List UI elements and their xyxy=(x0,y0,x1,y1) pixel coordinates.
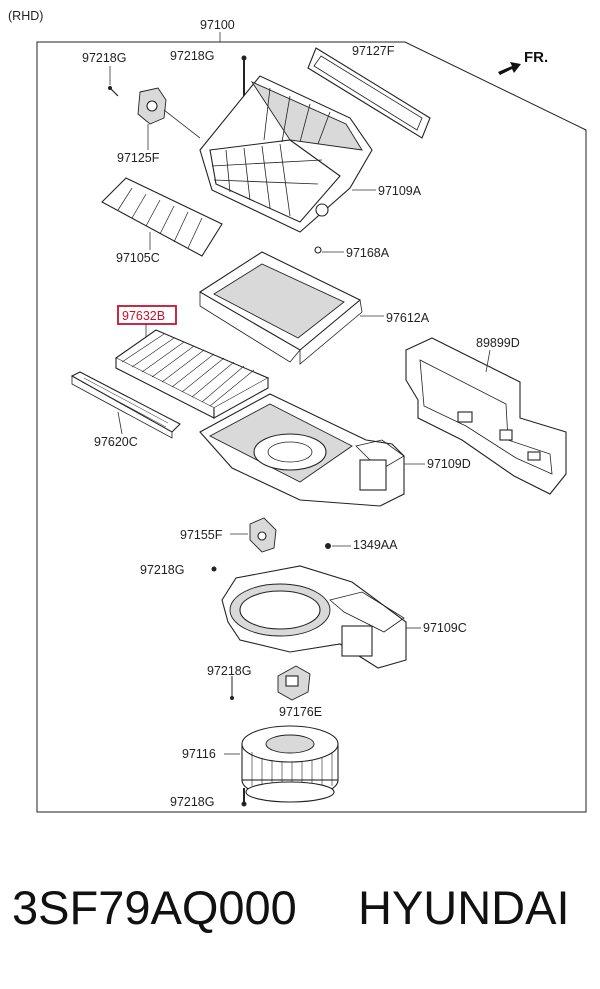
part-code: 3SF79AQ000 xyxy=(12,881,297,934)
lower-blower-case-part xyxy=(221,565,407,669)
label-97218G-mid: 97218G xyxy=(140,563,184,577)
duct-part xyxy=(405,337,567,495)
label-97125F: 97125F xyxy=(117,151,160,165)
diagram-frame xyxy=(36,41,587,813)
label-1349AA: 1349AA xyxy=(353,538,398,552)
screw-top-left-icon xyxy=(108,86,119,97)
label-97168A: 97168A xyxy=(346,246,390,260)
filter-cover-part xyxy=(198,251,363,365)
screw-bottom-icon xyxy=(241,788,247,807)
variant-note: (RHD) xyxy=(8,9,43,23)
front-arrow-icon xyxy=(498,62,521,75)
gasket-part xyxy=(307,47,431,139)
blower-motor-part xyxy=(241,725,339,803)
label-97109A: 97109A xyxy=(378,184,422,198)
label-97105C: 97105C xyxy=(116,251,160,265)
label-97127F: 97127F xyxy=(352,44,395,58)
intake-case-part xyxy=(199,75,373,233)
brand-name: HYUNDAI xyxy=(358,881,570,934)
label-97109C: 97109C xyxy=(423,621,467,635)
label-97632B: 97632B xyxy=(122,309,165,323)
label-97218G-top-left: 97218G xyxy=(82,51,126,65)
label-97620C: 97620C xyxy=(94,435,138,449)
resistor-part xyxy=(277,665,311,701)
label-89899D: 89899D xyxy=(476,336,520,350)
label-97109D: 97109D xyxy=(427,457,471,471)
actuator-part xyxy=(137,87,201,139)
footer: 3SF79AQ000 HYUNDAI xyxy=(0,880,600,950)
label-97176E: 97176E xyxy=(279,705,322,719)
label-97218G-bottom: 97218G xyxy=(170,795,214,809)
screw-resistor-icon xyxy=(230,676,234,700)
upper-blower-case-part xyxy=(199,393,405,507)
label-97155F: 97155F xyxy=(180,528,223,542)
cabin-filter-part xyxy=(114,329,270,419)
bolt-icon xyxy=(325,543,331,549)
label-97218G-resistor: 97218G xyxy=(207,664,251,678)
label-97218G-top: 97218G xyxy=(170,49,214,63)
highlight-box xyxy=(117,305,177,325)
label-97100: 97100 xyxy=(200,18,235,32)
clip-part xyxy=(314,246,322,254)
intake-door-part xyxy=(101,177,223,257)
screw-mid-icon xyxy=(211,566,217,572)
direction-label: FR. xyxy=(524,49,548,66)
actuator-lower-part xyxy=(249,517,277,553)
label-97612A: 97612A xyxy=(386,311,430,325)
label-97116: 97116 xyxy=(182,747,216,761)
filter-holder-part xyxy=(70,371,181,439)
